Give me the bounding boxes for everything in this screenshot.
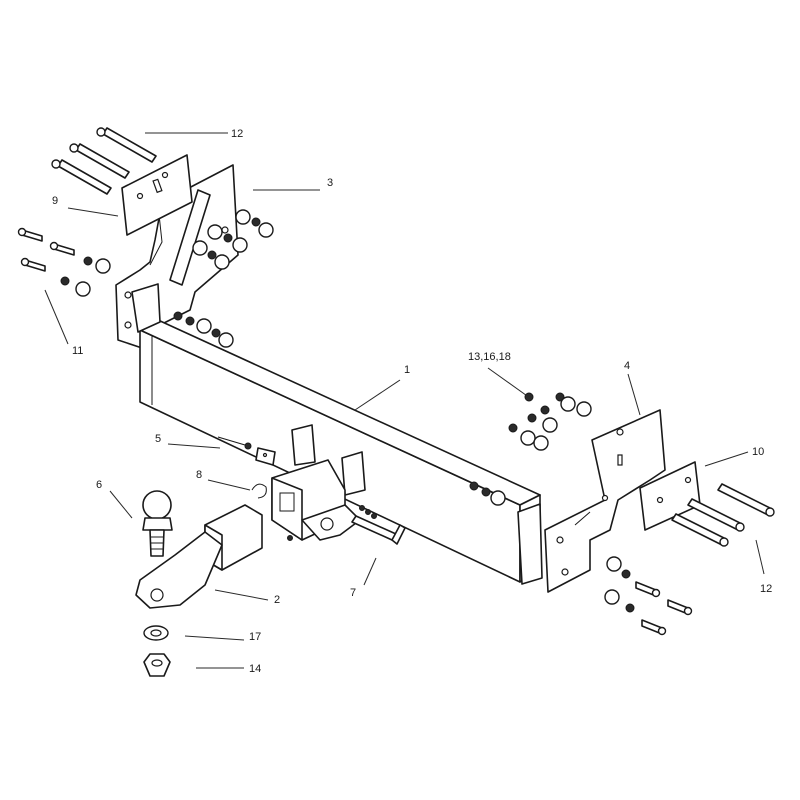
bolts-12-right bbox=[671, 483, 775, 547]
label-10: 10 bbox=[752, 446, 764, 458]
tow-ball bbox=[142, 490, 173, 557]
label-14: 14 bbox=[249, 663, 261, 675]
label-17: 17 bbox=[249, 631, 261, 643]
label-9: 9 bbox=[52, 195, 58, 207]
bolts-12-left bbox=[51, 127, 157, 195]
hitch-pin bbox=[351, 505, 406, 545]
label-12-right: 12 bbox=[760, 583, 772, 595]
bolts-11-left bbox=[17, 227, 111, 297]
receiver-hitch bbox=[271, 424, 366, 541]
label-5: 5 bbox=[155, 433, 161, 445]
label-1: 1 bbox=[404, 364, 410, 376]
washer-17 bbox=[143, 625, 169, 641]
nut-14 bbox=[143, 653, 171, 677]
main-crossbeam bbox=[131, 283, 543, 585]
leader-lines bbox=[44, 132, 765, 669]
part-labels: 12 3 9 11 1 13,16,18 4 10 12 5 8 6 2 7 1… bbox=[52, 128, 772, 675]
label-6: 6 bbox=[96, 479, 102, 491]
clip-8 bbox=[251, 483, 293, 541]
hardware-13-16-18 bbox=[469, 392, 592, 506]
drawbar bbox=[135, 504, 263, 609]
hardware-bracket-3 bbox=[173, 209, 274, 348]
label-4: 4 bbox=[624, 360, 630, 372]
label-11: 11 bbox=[72, 345, 83, 357]
bolts-right-lower bbox=[604, 556, 693, 636]
label-13-16-18: 13,16,18 bbox=[468, 351, 511, 363]
label-12-top: 12 bbox=[231, 128, 243, 140]
socket-bracket bbox=[217, 436, 276, 466]
label-8: 8 bbox=[196, 469, 202, 481]
label-3: 3 bbox=[327, 177, 333, 189]
right-bracket bbox=[544, 409, 666, 593]
label-7: 7 bbox=[350, 587, 356, 599]
left-spacer-plate bbox=[121, 154, 193, 236]
label-2: 2 bbox=[274, 594, 280, 606]
